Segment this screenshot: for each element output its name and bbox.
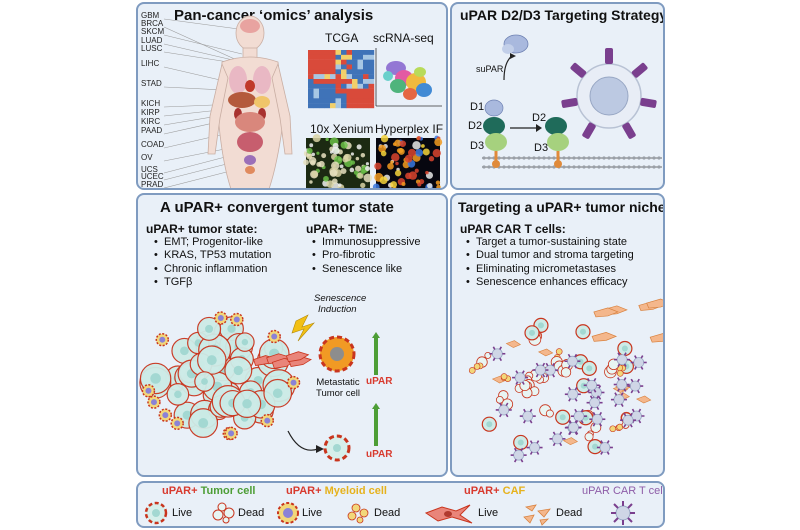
senescent-tumor-cell — [318, 335, 356, 373]
list-item: Eliminating micrometastases — [466, 263, 634, 276]
senescence-induction-label: Senescence Induction — [314, 293, 367, 315]
tme-list: Immunosuppressive Pro-fibrotic Senescenc… — [312, 236, 420, 276]
panel-title-targeting: uPAR D2/D3 Targeting Strategy — [460, 7, 665, 23]
organ-label: SKCM — [141, 27, 165, 36]
list-item: TGFβ — [154, 276, 271, 289]
organ-label: LUSC — [141, 44, 163, 53]
upar-full-protein — [483, 99, 507, 168]
legend-live-tumor: Live — [172, 507, 193, 519]
legend-caf-title: uPAR+ CAF — [464, 485, 526, 497]
car-t-treated-niche-illustration — [468, 298, 663, 463]
label-d2: D2 — [468, 120, 483, 132]
live-myeloid-cell-icon — [277, 502, 299, 524]
list-item: Dual tumor and stroma targeting — [466, 249, 634, 262]
live-tumor-cell-icon — [144, 501, 168, 525]
label-tcga: TCGA — [325, 31, 359, 45]
upar-domain-diagram — [482, 34, 662, 169]
organ-label: BRCA — [141, 19, 164, 28]
organ-label: GBM — [141, 11, 160, 20]
legend-myeloid-cell-title: uPAR+ Myeloid cell — [286, 485, 387, 497]
dead-myeloid-cell-icon — [347, 503, 369, 524]
organ-label: COAD — [141, 140, 165, 149]
xenium-image — [303, 134, 373, 188]
tcga-heatmap — [308, 50, 375, 109]
label-scrna-seq: scRNA-seq — [373, 31, 434, 45]
organ-label: LUAD — [141, 36, 163, 45]
car-t-cell-legend-icon — [611, 501, 635, 525]
list-item: Chronic inflammation — [154, 263, 271, 276]
legend-dead-myeloid: Dead — [374, 507, 401, 519]
organ-label: KIRC — [141, 117, 161, 126]
live-caf-icon — [424, 504, 473, 524]
label-10x-xenium: 10x Xenium — [310, 122, 374, 136]
car-t-cell-icon — [561, 48, 657, 139]
metastatic-tumor-cell-label: Metastatic Tumor cell — [316, 377, 360, 399]
organ-label: LIHC — [141, 59, 160, 68]
organ-label: STAD — [141, 79, 162, 88]
car-t-benefits-list: Target a tumor-sustaining state Dual tum… — [466, 236, 634, 290]
supar-protein-icon — [502, 34, 529, 54]
upregulation-arrow-icon — [372, 403, 380, 446]
list-item: EMT; Progenitor-like — [154, 236, 271, 249]
human-body-illustration — [163, 15, 293, 188]
upar-up-label-metastatic: uPAR — [366, 449, 393, 460]
organ-label: PRAD — [141, 180, 164, 189]
label-d1: D1 — [470, 101, 485, 113]
list-item: Senescence like — [312, 263, 420, 276]
upregulation-arrow-icon — [372, 332, 380, 375]
hyperplex-if-image — [372, 134, 443, 188]
upar-d2d3-protein — [545, 117, 569, 168]
lightning-bolt-icon — [291, 314, 315, 342]
organ-label: UCEC — [141, 172, 164, 181]
tme-heading: uPAR+ TME: — [306, 222, 378, 236]
label-hyperplex-if: Hyperplex IF — [375, 122, 444, 136]
legend-panel: uPAR+ Tumor cell uPAR+ Myeloid cell uPAR… — [136, 481, 665, 528]
dead-tumor-cell-icon — [212, 502, 235, 524]
legend-tumor-cell-title: uPAR+ Tumor cell — [162, 485, 256, 497]
legend-live-myeloid: Live — [302, 507, 323, 519]
upar-up-label: uPAR — [366, 376, 393, 387]
label-supar: suPAR — [476, 64, 504, 74]
metastatic-tumor-cell — [323, 434, 351, 462]
panel-title-omics: Pan-cancer ‘omics’ analysis — [174, 7, 374, 24]
list-item: Pro-fibrotic — [312, 249, 420, 262]
organ-label: PAAD — [141, 126, 163, 135]
organ-label: KICH — [141, 99, 161, 108]
list-item: Target a tumor-sustaining state — [466, 236, 634, 249]
label-d3: D3 — [470, 140, 485, 152]
label-d2-targeted: D2 — [532, 112, 547, 124]
scrna-umap-plot — [375, 48, 442, 107]
legend-icons — [144, 501, 635, 526]
organ-label: UCS — [141, 165, 158, 174]
organ-label: OV — [141, 153, 153, 162]
dead-caf-icon — [523, 504, 551, 526]
list-item: Immunosuppressive — [312, 236, 420, 249]
tumor-state-heading: uPAR+ tumor state: — [146, 222, 258, 236]
panel-convergent-tumor-state: A uPAR+ convergent tumor state uPAR+ tum… — [136, 193, 448, 477]
tumor-microenvironment-illustration — [139, 311, 380, 462]
panel-title-tumor-state: A uPAR+ convergent tumor state — [160, 199, 394, 216]
list-item: KRAS, TP53 mutation — [154, 249, 271, 262]
legend-dead-caf: Dead — [556, 507, 583, 519]
legend-live-caf: Live — [478, 507, 499, 519]
cell-membrane — [482, 156, 662, 169]
label-d3-targeted: D3 — [534, 142, 549, 154]
panel-upar-targeting: uPAR D2/D3 Targeting Strategy — [450, 2, 665, 190]
organ-label: KIRP — [141, 108, 160, 117]
panel-targeting-tumor-niche: Targeting a uPAR+ tumor niche uPAR CAR T… — [450, 193, 665, 477]
legend-car-t-cell-title: uPAR CAR T cell — [582, 485, 665, 497]
tumor-state-list: EMT; Progenitor-like KRAS, TP53 mutation… — [154, 236, 271, 290]
panel-title-tumor-niche: Targeting a uPAR+ tumor niche — [458, 199, 665, 215]
legend-dead-tumor: Dead — [238, 507, 265, 519]
list-item: Senescence enhances efficacy — [466, 276, 634, 289]
car-t-heading: uPAR CAR T cells: — [460, 222, 566, 236]
